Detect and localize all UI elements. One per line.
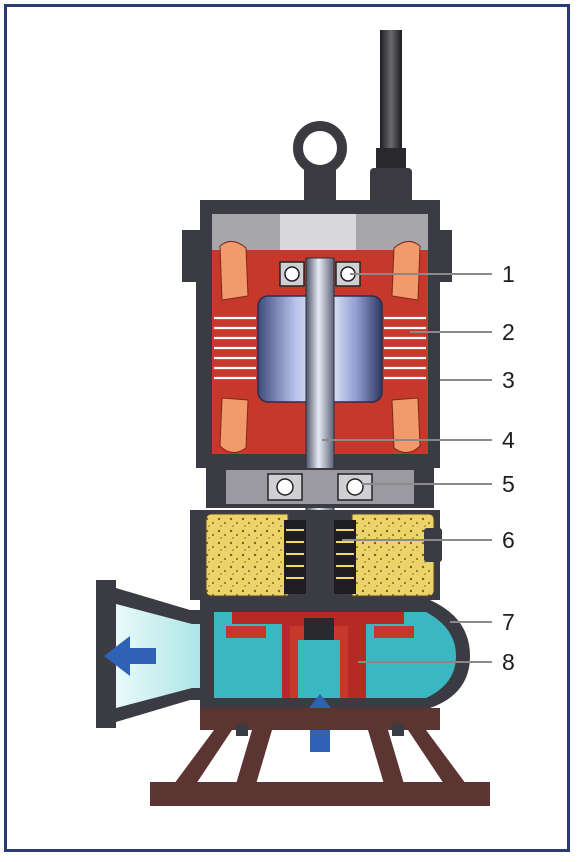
- seal-chamber: [190, 510, 442, 600]
- callout-7: 7: [450, 609, 515, 635]
- callout-5: 5: [362, 471, 515, 497]
- coil-end-turns: [219, 241, 421, 453]
- callout-1: 1: [350, 261, 515, 287]
- callout-label: 3: [502, 367, 515, 393]
- callout-2: 2: [410, 319, 515, 345]
- upper-bearing: [279, 261, 361, 287]
- bearing-plate: [206, 468, 434, 508]
- callout-label: 1: [502, 261, 515, 287]
- lower-bearing: [267, 473, 373, 501]
- callout-4: 4: [322, 427, 515, 453]
- base-stand: [150, 708, 490, 806]
- callout-8: 8: [358, 649, 515, 675]
- mechanical-seal: [284, 520, 356, 594]
- callout-label: 4: [502, 427, 515, 453]
- callout-label: 5: [502, 471, 515, 497]
- callout-label: 8: [502, 649, 515, 675]
- stator-laminations: [214, 316, 426, 380]
- callout-label: 2: [502, 319, 515, 345]
- callout-3: 3: [440, 367, 515, 393]
- impeller: [226, 612, 414, 698]
- callout-label: 6: [502, 527, 515, 553]
- callout-6: 6: [342, 527, 515, 553]
- power-cable: [370, 30, 412, 204]
- lifting-eye: [293, 121, 347, 204]
- discharge-flow-arrow: [104, 636, 156, 676]
- callout-label: 7: [502, 609, 515, 635]
